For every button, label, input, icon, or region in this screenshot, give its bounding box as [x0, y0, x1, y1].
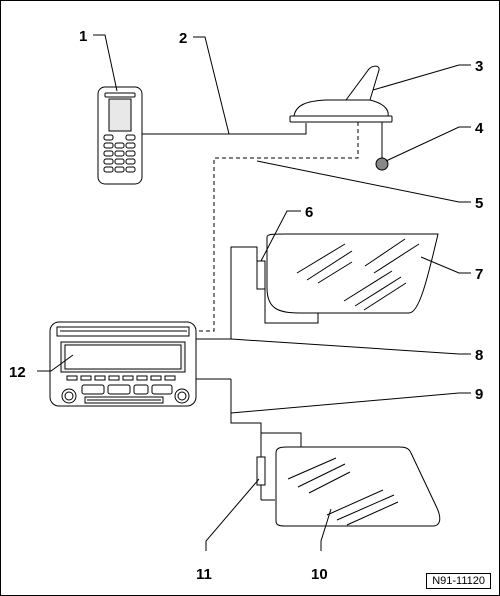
label-3: 3 — [475, 58, 483, 75]
label-11: 11 — [196, 566, 212, 583]
figure-reference-code: N91-11120 — [426, 573, 491, 589]
antenna-ground-point — [375, 157, 389, 171]
label-7: 7 — [475, 266, 483, 283]
label-12: 12 — [9, 364, 26, 381]
rear-window-lower — [275, 446, 441, 527]
label-4: 4 — [475, 120, 484, 137]
antenna-dashed-cable — [196, 122, 359, 332]
radio-unit — [49, 321, 197, 407]
rear-window-upper — [266, 233, 439, 314]
phone-antenna-cable — [142, 123, 307, 135]
label-2: 2 — [179, 30, 187, 47]
window-antenna-amplifier-upper — [256, 260, 266, 290]
label-10: 10 — [311, 566, 328, 583]
label-5: 5 — [475, 195, 483, 212]
label-1: 1 — [79, 28, 87, 45]
label-8: 8 — [475, 347, 483, 364]
mobile-phone — [97, 86, 143, 185]
window-antenna-amplifier-lower — [256, 456, 266, 486]
label-9: 9 — [475, 386, 483, 403]
label-6: 6 — [305, 204, 313, 221]
roof-antenna — [289, 65, 393, 123]
